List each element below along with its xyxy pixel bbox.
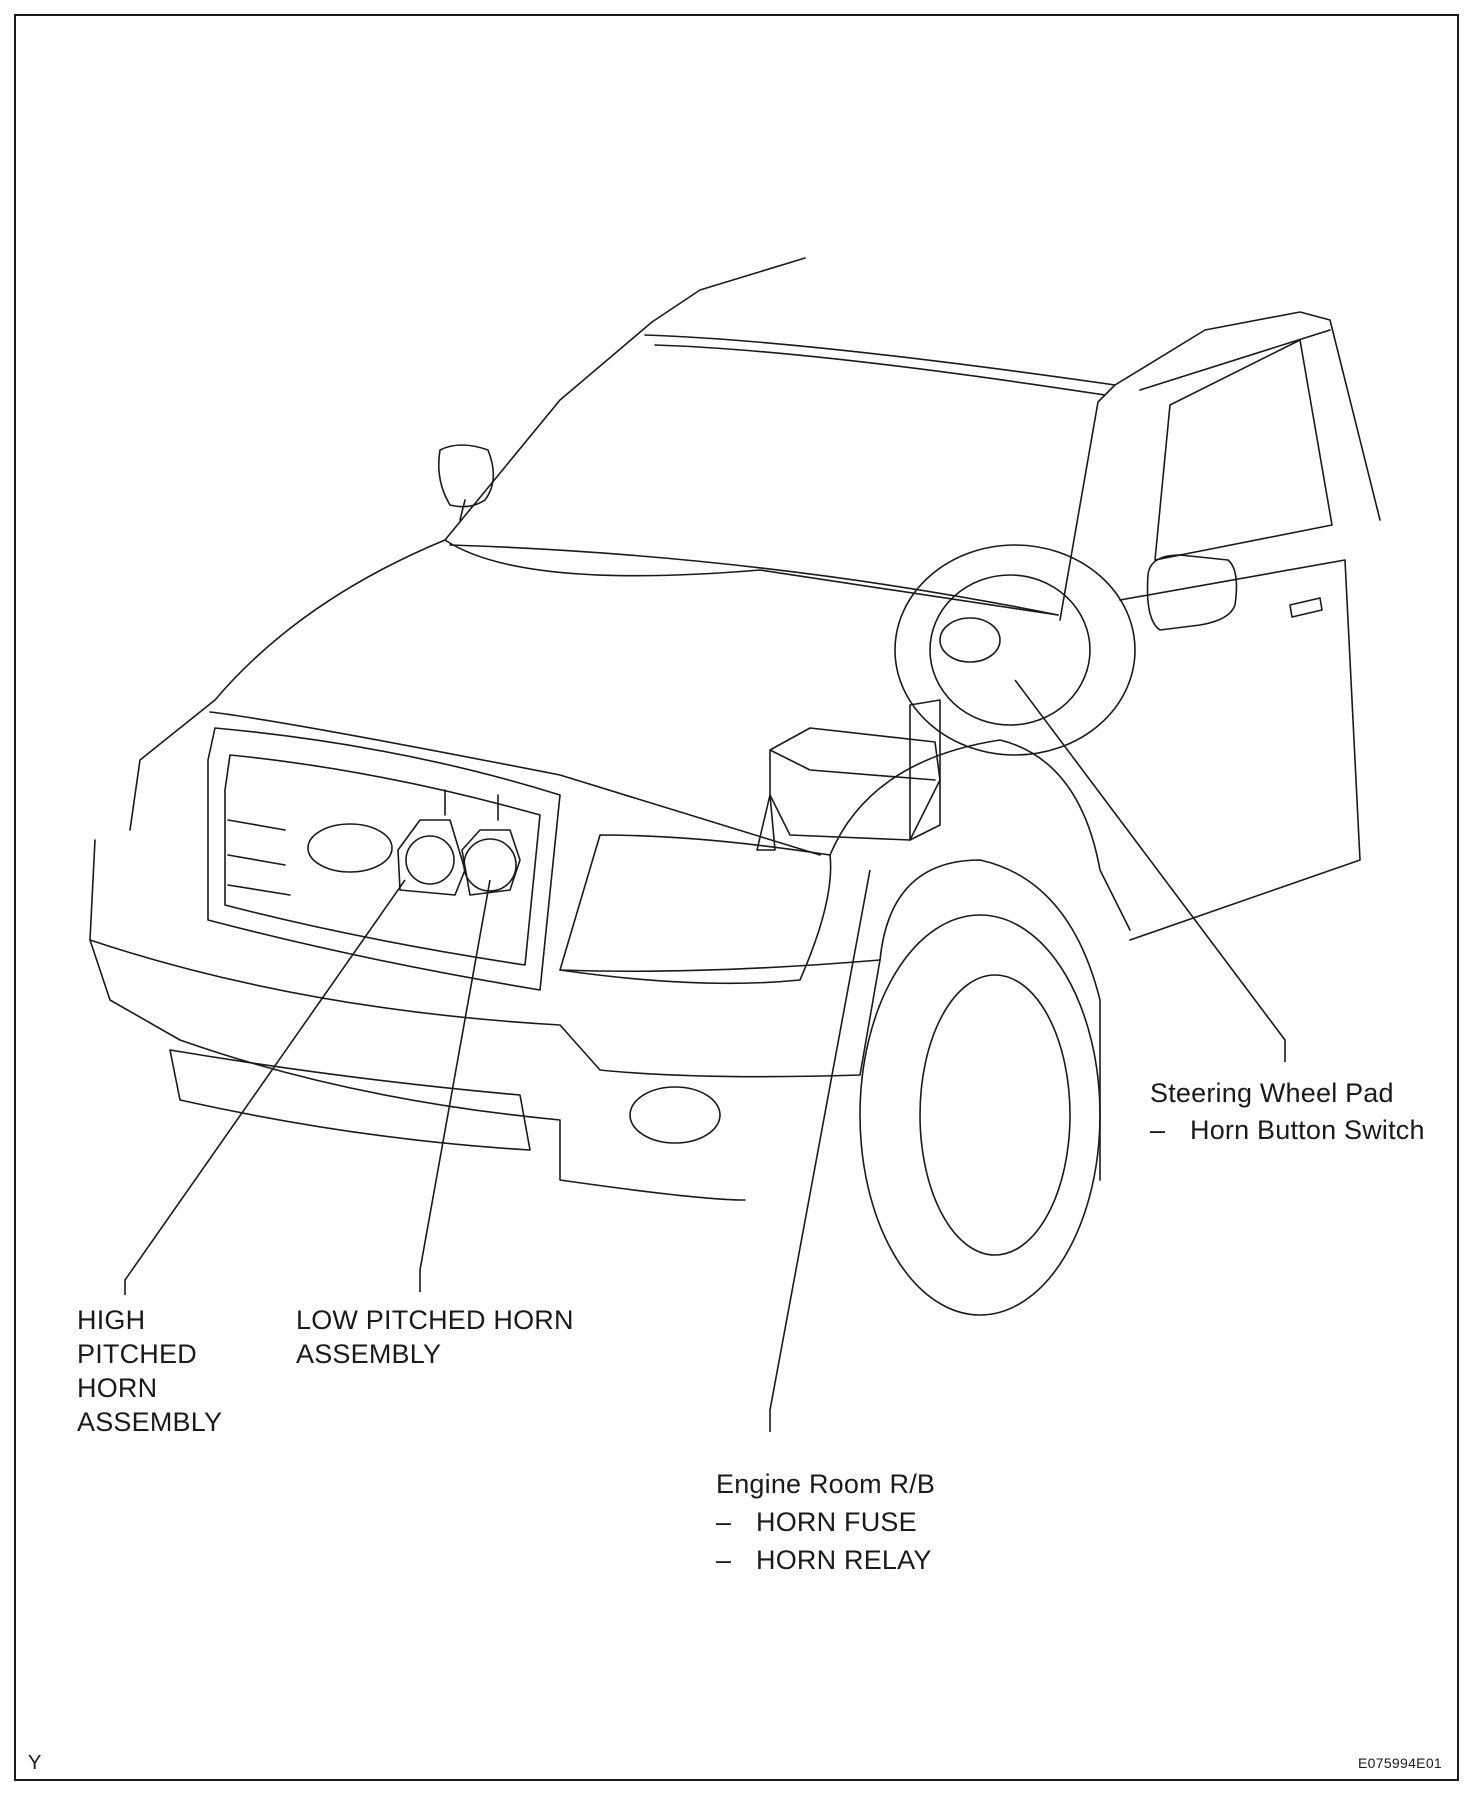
corner-mark-left: Y — [28, 1752, 42, 1774]
engine-room-title: Engine Room R/B — [716, 1469, 936, 1499]
grille-outline — [207, 727, 561, 991]
engine-room-item-fuse: –HORN FUSE — [716, 1503, 935, 1541]
steering-item: –Horn Button Switch — [1150, 1112, 1425, 1149]
door-frame — [1119, 329, 1361, 941]
windshield-left-pillar — [444, 321, 653, 541]
diagram-frame — [14, 14, 1459, 1781]
windshield-lower — [449, 544, 1059, 616]
high-horn-line-3: HORN — [77, 1373, 158, 1403]
figure-id: E075994E01 — [1358, 1755, 1442, 1771]
windshield-frame — [644, 334, 1116, 621]
high-horn-line-1: HIGH — [77, 1305, 146, 1335]
steering-wheel-inner — [929, 574, 1091, 726]
high-horn-line-4: ASSEMBLY — [77, 1407, 223, 1437]
steering-title: Steering Wheel Pad — [1150, 1078, 1394, 1108]
leader-low-horn — [419, 879, 491, 1292]
low-horn-trumpet — [463, 838, 517, 892]
grille-inner — [224, 754, 541, 966]
label-low-pitched-horn: LOW PITCHED HORN ASSEMBLY — [296, 1303, 574, 1371]
low-horn-line-1: LOW PITCHED HORN — [296, 1305, 574, 1335]
right-mirror — [1146, 554, 1238, 631]
roof-outline — [651, 257, 806, 323]
engine-room-item-relay: –HORN RELAY — [716, 1541, 935, 1579]
grille-emblem — [307, 823, 393, 873]
wheel-arch — [879, 859, 1101, 1181]
dash: – — [1150, 1115, 1166, 1145]
lower-grille — [169, 1049, 531, 1151]
high-horn-trumpet — [405, 835, 455, 885]
horn-bracket — [444, 789, 499, 821]
hood-outline — [129, 539, 446, 831]
relay-bracket — [909, 699, 941, 841]
low-horn-line-2: ASSEMBLY — [296, 1339, 442, 1369]
door-handle — [1289, 597, 1323, 618]
front-tire — [859, 914, 1101, 1316]
low-pitched-horn — [461, 829, 521, 896]
side-window — [1154, 339, 1333, 561]
leader-engine-room — [769, 869, 871, 1432]
front-bumper — [89, 839, 881, 1078]
roof-rail — [1114, 311, 1381, 521]
dash: – — [716, 1545, 732, 1575]
left-mirror — [437, 444, 495, 521]
front-wheel-rim — [919, 974, 1071, 1256]
label-high-pitched-horn: HIGH PITCHED HORN ASSEMBLY — [77, 1303, 222, 1439]
fog-lamp — [629, 1086, 721, 1144]
hood-crease — [444, 539, 1059, 616]
high-horn-line-2: PITCHED — [77, 1339, 197, 1369]
leader-steering — [1014, 679, 1286, 1062]
grille-bar-1 — [227, 819, 291, 896]
relay-base — [756, 794, 776, 851]
hood-front — [209, 711, 821, 856]
relay-block — [769, 727, 941, 841]
front-fender — [829, 739, 1131, 931]
leader-high-horn — [124, 879, 406, 1295]
steering-wheel — [894, 544, 1136, 756]
label-steering-wheel-pad: Steering Wheel Pad –Horn Button Switch — [1150, 1075, 1425, 1149]
label-engine-room-rb: Engine Room R/B –HORN FUSE –HORN RELAY — [716, 1465, 935, 1579]
steering-hub — [939, 617, 1001, 663]
dash: – — [716, 1507, 732, 1537]
lower-bumper — [89, 939, 746, 1201]
headlight — [559, 834, 832, 985]
